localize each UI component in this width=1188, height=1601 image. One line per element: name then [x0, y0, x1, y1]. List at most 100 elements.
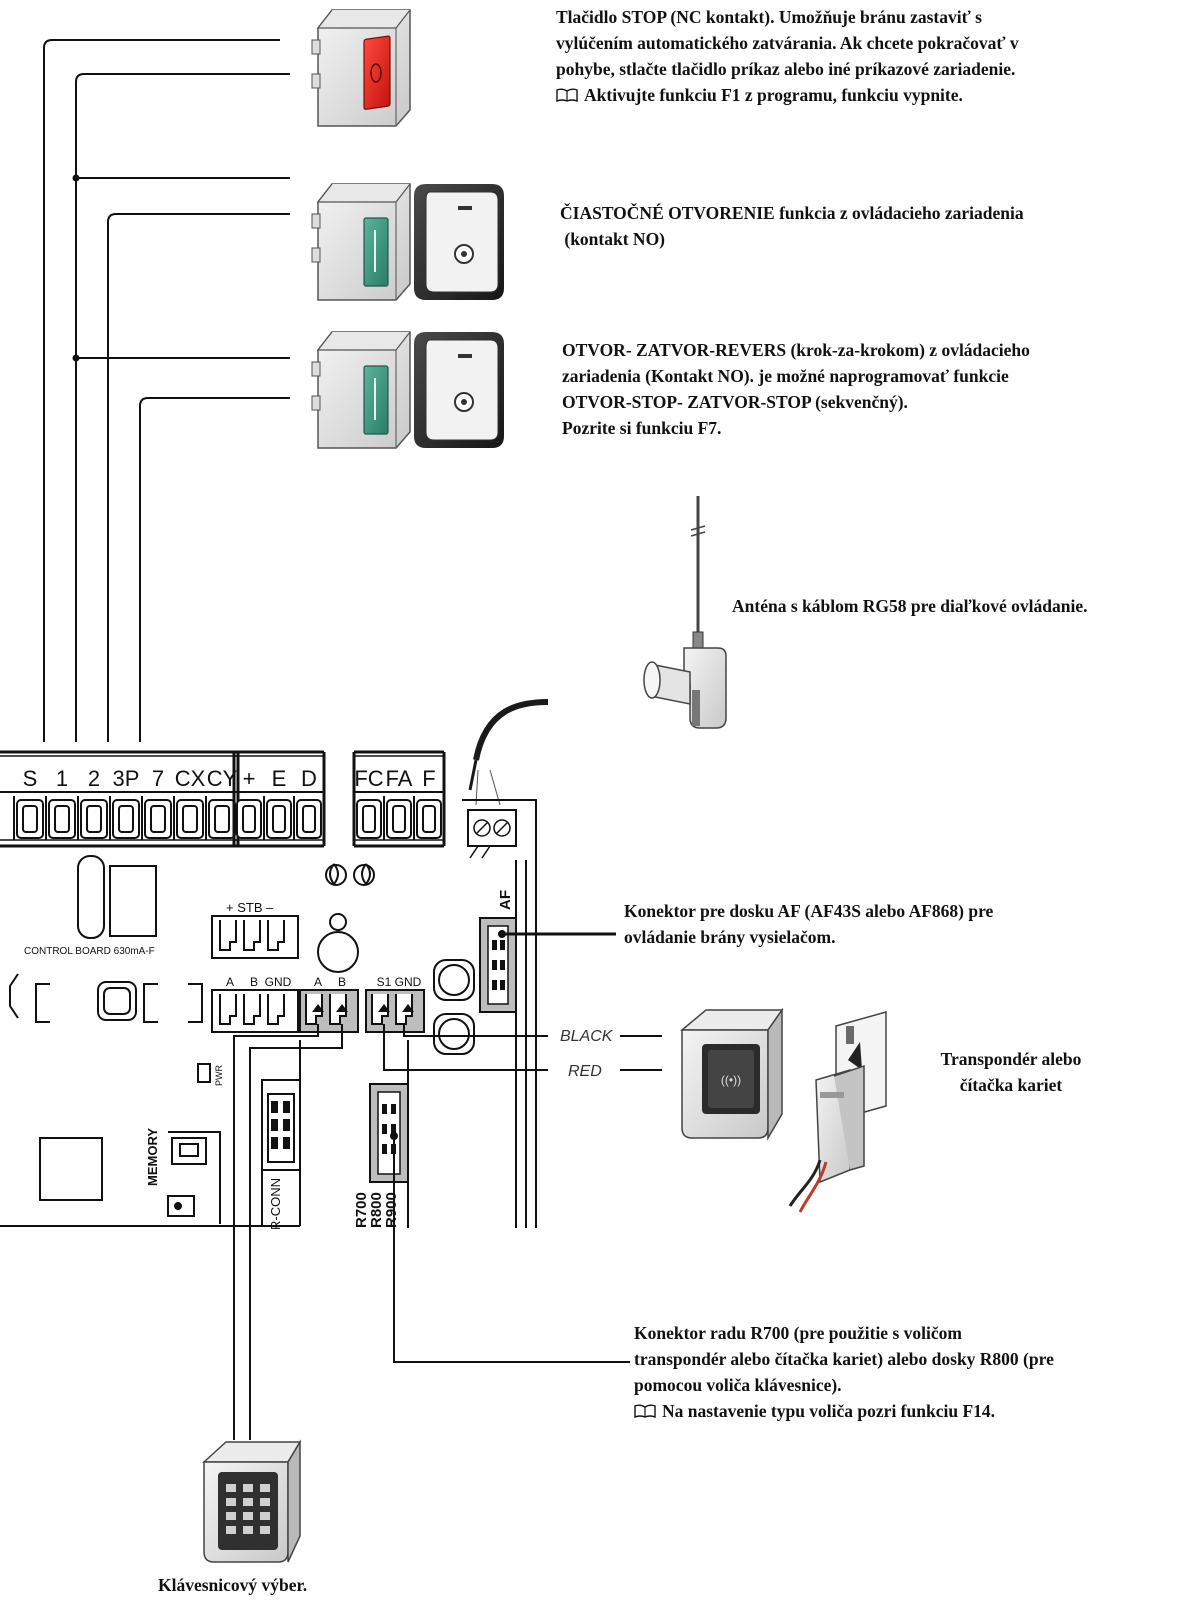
junction-dot [72, 354, 80, 362]
red-wire [383, 1024, 548, 1071]
stb-connector [211, 915, 299, 959]
step-line: zariadenia (Kontakt NO). je možné naprog… [562, 366, 1009, 386]
terminal-label: FC [354, 766, 383, 791]
stb-label: + STB – [226, 900, 274, 915]
terminal-label: + [243, 766, 256, 791]
connector-label: A [226, 975, 234, 989]
terminal-label: 3P [113, 766, 140, 791]
af-connector [479, 917, 517, 1013]
keypad-cable [249, 1024, 343, 1440]
terminal-label: D [301, 766, 317, 791]
af-label: AF [497, 890, 514, 910]
rs485-connector [211, 989, 299, 1033]
terminal-label: CY [207, 766, 238, 791]
connector-label: A [314, 975, 322, 989]
terminal-label: CX [175, 766, 206, 791]
black-wire [403, 1024, 548, 1037]
antenna-cable-end [468, 759, 478, 791]
r-series-label: R800 [368, 1192, 385, 1228]
stop-line: vylúčením automatického zatvárania. Ak c… [556, 33, 1019, 53]
keypad-cable [233, 1024, 319, 1440]
command-button-icon [311, 331, 411, 449]
r700-line: Konektor radu R700 (pre použitie s volič… [634, 1323, 962, 1343]
connector-label: B [250, 975, 258, 989]
r700-connector [369, 1083, 409, 1183]
partial-line: (kontakt NO) [560, 229, 666, 249]
partial-opening-description: ČIASTOČNÉ OTVORENIE funkcia z ovládacieh… [560, 200, 1024, 252]
keypad-connector [299, 989, 359, 1033]
r-series-label: R700 [353, 1192, 370, 1228]
board-mount-hole [317, 913, 359, 973]
antenna-terminal [462, 799, 537, 1228]
terminal-label: 1 [56, 766, 68, 791]
terminal-label: S [23, 766, 38, 791]
stop-note-text: Aktivujte funkciu F1 z programu, funkciu… [584, 85, 963, 105]
rs485-labels: A B GND [226, 975, 292, 989]
keypad-description: Klávesnicový výber. [158, 1575, 308, 1595]
transponder-description: Transpondér alebo čítačka kariet [920, 1046, 1102, 1098]
stop-button-icon [311, 9, 411, 127]
r-conn-label: R-CONN [268, 1178, 283, 1230]
book-icon [556, 88, 578, 102]
connector-label: GND [265, 975, 292, 989]
command-button-icon [311, 183, 411, 301]
r700-note-text: Na nastavenie typu voliča pozri funkciu … [662, 1401, 996, 1421]
fuse-holder [77, 855, 157, 939]
stop-button-description: Tlačidlo STOP (NC kontakt). Umožňuje brá… [556, 4, 1019, 108]
svg-text:((•)): ((•)) [721, 1073, 741, 1087]
transponder-line: Transpondér alebo [940, 1049, 1082, 1069]
stop-line: pohybe, stlačte tlačidlo príkaz alebo in… [556, 59, 1016, 79]
memory-label: MEMORY [145, 1128, 160, 1186]
terminal-label: FA [386, 766, 413, 791]
stop-note: Aktivujte funkciu F1 z programu, funkciu… [556, 82, 1019, 108]
r-series-label: R900 [383, 1192, 400, 1228]
connector-label: GND [395, 975, 422, 989]
control-wires [43, 39, 290, 742]
terminal-label: 7 [152, 766, 164, 791]
transponder-line: čítačka kariet [959, 1075, 1063, 1095]
key-selector-icon [414, 184, 504, 300]
chip [39, 1137, 103, 1201]
af-line: Konektor pre dosku AF (AF43S alebo AF868… [624, 901, 994, 921]
connector-label: S1 [377, 975, 392, 989]
connector-label: B [338, 975, 346, 989]
card-reader-icon [788, 1011, 887, 1213]
stop-line: Tlačidlo STOP (NC kontakt). Umožňuje brá… [556, 7, 982, 27]
black-wire-label: BLACK [560, 1028, 614, 1045]
control-board-label: CONTROL BOARD 630mA-F [24, 946, 155, 957]
antenna-icon [643, 496, 727, 729]
r700-line: transpondér alebo čítačka kariet) alebo … [634, 1349, 1054, 1369]
step-line: OTVOR- ZATVOR-REVERS (krok-za-krokom) z … [562, 340, 1030, 360]
antenna-description: Anténa s káblom RG58 pre diaľkové ovláda… [732, 596, 1088, 616]
key-selector-icon [414, 332, 504, 448]
capacitor-components [433, 959, 475, 1055]
transponder-reader-icon: ((•)) [679, 1007, 784, 1141]
r700-description: Konektor radu R700 (pre použitie s volič… [634, 1320, 1054, 1424]
r700-line: pomocou voliča klávesnice). [634, 1375, 842, 1395]
r-conn-socket [261, 1079, 301, 1171]
pwr-led: PWR [197, 1063, 224, 1086]
step-by-step-description: OTVOR- ZATVOR-REVERS (krok-za-krokom) z … [562, 337, 1030, 441]
keypad-icon [202, 1439, 302, 1563]
antenna-cable [473, 699, 549, 761]
book-icon [634, 1404, 656, 1418]
partial-line: ČIASTOČNÉ OTVORENIE funkcia z ovládacieh… [560, 203, 1024, 223]
af-line: ovládanie brány vysielačom. [624, 927, 836, 947]
terminal-label: F [422, 766, 435, 791]
terminal-label: E [272, 766, 287, 791]
r700-note: Na nastavenie typu voliča pozri funkciu … [634, 1398, 1054, 1424]
svg-text:PWR: PWR [214, 1065, 224, 1086]
step-line: OTVOR-STOP- ZATVOR-STOP (sekvenčný). [562, 392, 908, 412]
s1-gnd-connector [365, 989, 425, 1033]
red-wire-label: RED [568, 1063, 602, 1080]
relay-components [9, 863, 375, 1023]
step-line: Pozrite si funkciu F7. [562, 418, 722, 438]
